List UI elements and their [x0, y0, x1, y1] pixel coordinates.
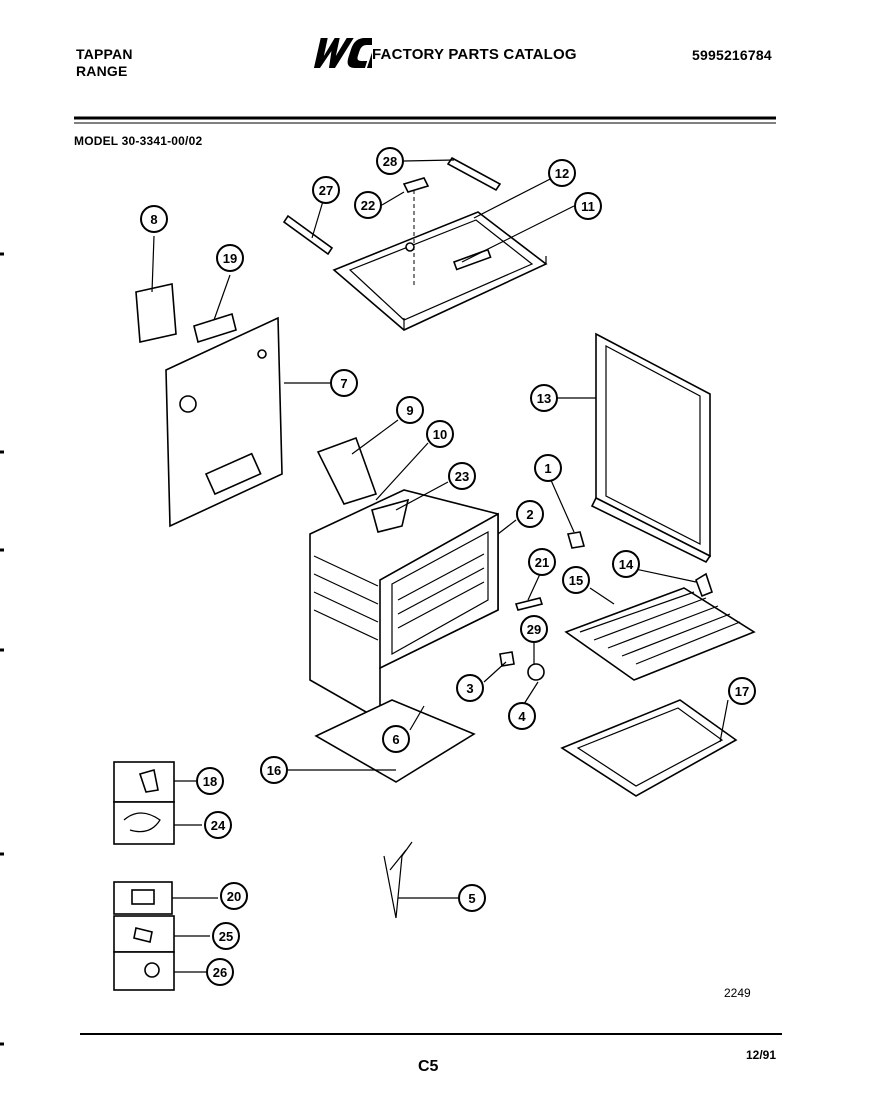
- svg-text:11: 11: [581, 199, 595, 214]
- callout-9: 9: [396, 396, 424, 424]
- callout-15: 15: [562, 566, 590, 594]
- svg-text:3: 3: [466, 681, 473, 696]
- callout-5: 5: [458, 884, 486, 912]
- back-panel-part: [165, 316, 283, 528]
- detail-boxes: [113, 761, 175, 991]
- svg-text:12: 12: [555, 166, 569, 181]
- callout-26: 26: [206, 958, 234, 986]
- wci-logo: [313, 38, 372, 68]
- svg-text:9: 9: [406, 403, 413, 418]
- callout-29: 29: [520, 615, 548, 643]
- callout-3: 3: [456, 674, 484, 702]
- callout-2: 2: [516, 500, 544, 528]
- callout-13: 13: [530, 384, 558, 412]
- svg-text:18: 18: [203, 774, 217, 789]
- model-number: MODEL 30-3341-00/02: [74, 134, 203, 148]
- svg-text:1: 1: [544, 461, 551, 476]
- callout-28: 28: [376, 147, 404, 175]
- cooktop-bracket-left: [282, 214, 334, 256]
- broiler-burner-rod: [514, 597, 544, 611]
- brand-line-1: TAPPAN: [76, 46, 133, 62]
- catalog-number: 5995216784: [692, 47, 772, 63]
- svg-text:24: 24: [211, 818, 226, 833]
- callout-27: 27: [312, 176, 340, 204]
- callout-19: 19: [216, 244, 244, 272]
- revision-date: 12/91: [746, 1048, 777, 1062]
- scan-edge-marks: [0, 252, 4, 1046]
- callout-4: 4: [508, 702, 536, 730]
- svg-text:26: 26: [213, 965, 227, 980]
- leader-lines: [151, 159, 729, 973]
- svg-text:17: 17: [735, 684, 749, 699]
- svg-text:14: 14: [619, 557, 634, 572]
- igniter-part: [527, 663, 545, 681]
- svg-text:4: 4: [518, 709, 526, 724]
- svg-text:10: 10: [433, 427, 447, 442]
- svg-text:16: 16: [267, 763, 281, 778]
- svg-text:22: 22: [361, 198, 375, 213]
- trim-strip-part: [193, 312, 237, 344]
- brand-label: TAPPAN RANGE: [76, 46, 133, 80]
- callout-18: 18: [196, 767, 224, 795]
- control-box-part: [135, 283, 177, 343]
- door-frame-part: [590, 332, 712, 564]
- callout-10: 10: [426, 420, 454, 448]
- callout-14: 14: [612, 550, 640, 578]
- svg-text:13: 13: [537, 391, 551, 406]
- diagram-code: 2249: [724, 986, 751, 1000]
- callout-11: 11: [574, 192, 602, 220]
- callout-6: 6: [382, 725, 410, 753]
- cooktop-bracket-top: [446, 156, 502, 192]
- svg-text:5: 5: [468, 891, 475, 906]
- oven-body-part: [309, 436, 499, 722]
- svg-text:7: 7: [340, 376, 347, 391]
- svg-text:8: 8: [150, 212, 157, 227]
- callout-16: 16: [260, 756, 288, 784]
- callout-24: 24: [204, 811, 232, 839]
- catalog-title: FACTORY PARTS CATALOG: [372, 46, 577, 63]
- callout-25: 25: [212, 922, 240, 950]
- valve-part: [499, 651, 515, 667]
- svg-text:15: 15: [569, 573, 583, 588]
- callout-7: 7: [330, 369, 358, 397]
- svg-text:2: 2: [526, 507, 533, 522]
- page-label: C5: [418, 1058, 439, 1075]
- cooktop-clip: [402, 177, 430, 193]
- callout-8: 8: [140, 205, 168, 233]
- callout-17: 17: [728, 677, 756, 705]
- svg-text:29: 29: [527, 622, 541, 637]
- broiler-pan-part: [560, 699, 738, 797]
- svg-text:19: 19: [223, 251, 237, 266]
- oven-rack-part: [564, 587, 756, 681]
- callout-22: 22: [354, 191, 382, 219]
- svg-text:27: 27: [319, 183, 333, 198]
- svg-text:25: 25: [219, 929, 233, 944]
- callout-20: 20: [220, 882, 248, 910]
- brand-line-2: RANGE: [76, 63, 128, 79]
- leveling-leg-part: [695, 572, 713, 598]
- svg-text:20: 20: [227, 889, 241, 904]
- knob-part: [566, 531, 586, 549]
- cooktop-part: [332, 211, 548, 331]
- svg-text:6: 6: [392, 732, 399, 747]
- svg-text:21: 21: [535, 555, 549, 570]
- callout-12: 12: [548, 159, 576, 187]
- door-spring-part: [383, 841, 413, 919]
- svg-text:28: 28: [383, 154, 397, 169]
- callout-23: 23: [448, 462, 476, 490]
- callout-1: 1: [534, 454, 562, 482]
- svg-text:23: 23: [455, 469, 469, 484]
- callout-21: 21: [528, 548, 556, 576]
